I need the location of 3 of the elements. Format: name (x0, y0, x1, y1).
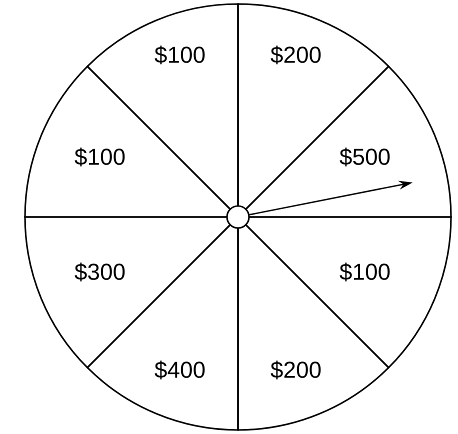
hub-circle (226, 205, 250, 229)
sector: $500 (237, 66, 452, 218)
sector: $100 (24, 66, 239, 218)
